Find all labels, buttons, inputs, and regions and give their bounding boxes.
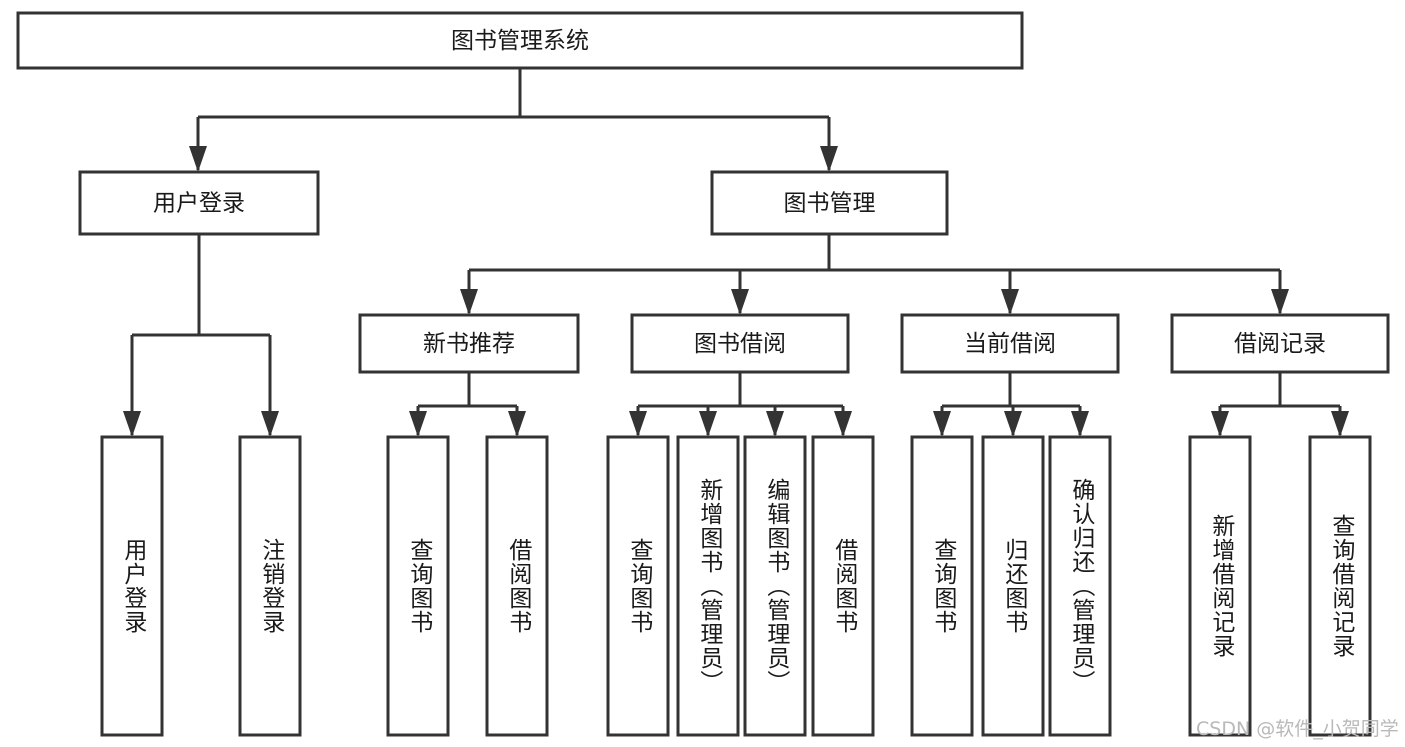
node-box [811, 435, 875, 737]
node-root[interactable]: 图书管理系统 [16, 11, 1024, 70]
node-box [606, 435, 670, 737]
arrow-head-icon [834, 411, 852, 437]
arrow-head-icon [1331, 411, 1349, 437]
arrow-head-icon [1004, 411, 1022, 437]
arrow-head-icon [1001, 289, 1019, 315]
node-leaf-query-book-3[interactable] [910, 435, 974, 737]
node-box [100, 435, 164, 737]
arrow-head-icon [123, 411, 141, 437]
arrow-head-icon [1071, 411, 1089, 437]
node-box [1188, 435, 1252, 737]
node-box [1308, 435, 1372, 737]
node-label: 当前借阅 [964, 331, 1056, 357]
arrow-head-icon [261, 411, 279, 437]
node-label: 图书管理 [784, 191, 876, 217]
node-current-borrow[interactable]: 当前借阅 [900, 313, 1120, 374]
arrow-head-icon [1211, 411, 1229, 437]
node-leaf-user-logout[interactable] [238, 435, 302, 737]
node-label: 新书推荐 [423, 331, 515, 357]
node-new-book-rec[interactable]: 新书推荐 [358, 313, 580, 374]
node-book-borrow[interactable]: 图书借阅 [630, 313, 850, 374]
node-label: 图书管理系统 [451, 28, 589, 54]
arrow-head-icon [731, 289, 749, 315]
node-box [630, 313, 850, 374]
node-leaf-edit-book[interactable] [743, 435, 807, 737]
arrow-head-icon [820, 146, 838, 172]
node-box [1048, 435, 1112, 737]
node-box [386, 435, 450, 737]
arrow-head-icon [766, 411, 784, 437]
arrow-head-icon [189, 146, 207, 172]
node-user-login[interactable]: 用户登录 [78, 170, 320, 236]
arrow-head-icon [1271, 289, 1289, 315]
node-borrow-record[interactable]: 借阅记录 [1170, 313, 1390, 374]
node-leaf-confirm-return[interactable] [1048, 435, 1112, 737]
node-box [910, 435, 974, 737]
node-leaf-query-book-1[interactable] [386, 435, 450, 737]
node-leaf-query-record[interactable] [1308, 435, 1372, 737]
node-box [900, 313, 1120, 374]
node-box [743, 435, 807, 737]
node-book-manage[interactable]: 图书管理 [710, 170, 949, 236]
node-leaf-add-book[interactable] [676, 435, 740, 737]
node-box [1170, 313, 1390, 374]
node-leaf-return-book[interactable] [981, 435, 1045, 737]
node-label: 借阅记录 [1234, 331, 1326, 357]
csdn-watermark: CSDN @软件_小贺同学 [1196, 718, 1399, 740]
node-box [676, 435, 740, 737]
node-box [16, 11, 1024, 70]
node-leaf-borrow-book-2[interactable] [811, 435, 875, 737]
node-box [981, 435, 1045, 737]
node-box [358, 313, 580, 374]
node-label: 用户登录 [153, 191, 245, 217]
node-leaf-add-record[interactable] [1188, 435, 1252, 737]
arrow-head-icon [699, 411, 717, 437]
node-leaf-user-login[interactable] [100, 435, 164, 737]
arrow-head-icon [409, 411, 427, 437]
node-leaf-query-book-2[interactable] [606, 435, 670, 737]
connector-layer [123, 68, 1349, 437]
node-leaf-borrow-book-1[interactable] [485, 435, 549, 737]
node-box [485, 435, 549, 737]
arrow-head-icon [460, 289, 478, 315]
node-box [78, 170, 320, 236]
node-box [710, 170, 949, 236]
arrow-head-icon [933, 411, 951, 437]
node-box [238, 435, 302, 737]
node-label: 图书借阅 [694, 331, 786, 357]
arrow-head-icon [629, 411, 647, 437]
arrow-head-icon [508, 411, 526, 437]
